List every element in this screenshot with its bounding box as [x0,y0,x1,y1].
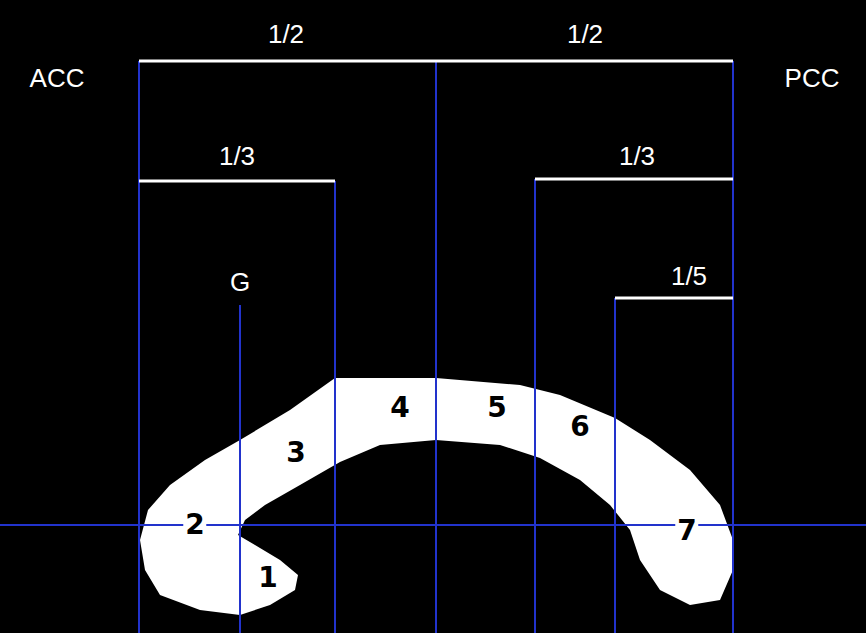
region-label: PCC [785,65,840,91]
division-line [435,61,437,633]
baseline [0,524,866,526]
division-line [614,298,616,633]
division-line [239,305,241,633]
callout-number: 6 [568,413,591,441]
division-lines [0,61,866,633]
region-label: 1/3 [219,143,255,169]
division-line [138,61,140,633]
callout-number: 3 [284,439,307,467]
region-label: G [230,269,250,295]
division-line [534,179,536,633]
bracket [139,60,436,63]
callout-number: 7 [675,517,698,545]
bracket [535,178,733,181]
bracket [615,297,733,300]
callout-number: 1 [256,564,279,592]
bracket [436,60,733,63]
callout-number: 4 [388,394,411,422]
bracket [139,180,335,183]
division-line [334,181,336,633]
region-label: 1/5 [671,263,707,289]
fraction-brackets [139,61,733,298]
region-label: ACC [30,65,85,91]
region-label: 1/2 [567,21,603,47]
callout-number: 2 [183,511,206,539]
division-line [732,61,734,633]
callout-number: 5 [485,394,508,422]
region-label: 1/2 [268,21,304,47]
region-label: 1/3 [619,143,655,169]
